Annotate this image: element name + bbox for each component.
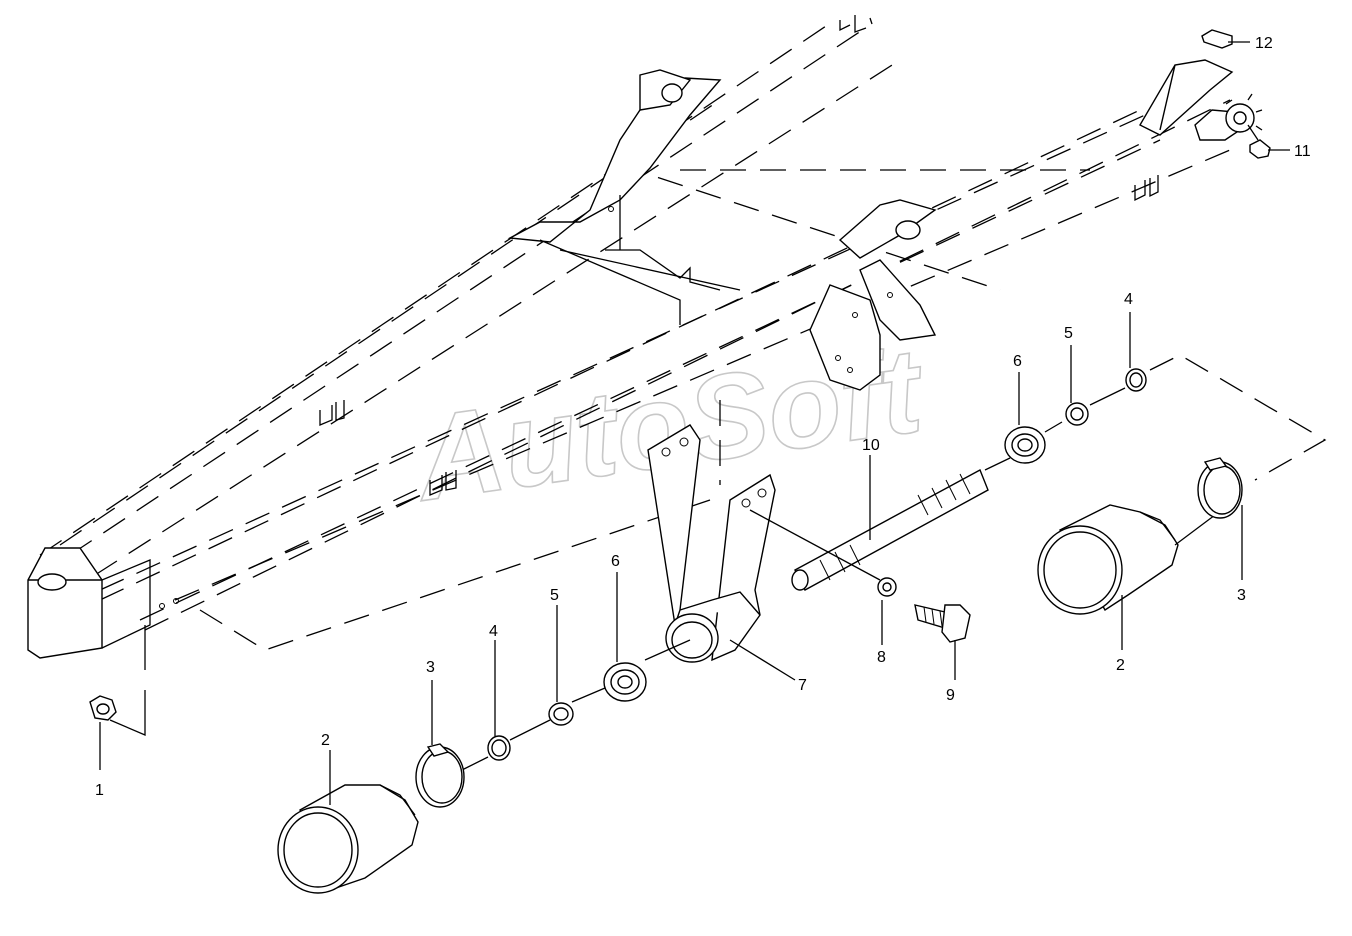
part-3-clamp-left: 3 bbox=[415, 659, 465, 808]
callout-3-left: 3 bbox=[426, 659, 435, 676]
part-5-spacer-right: 5 bbox=[1064, 325, 1089, 426]
callout-10: 10 bbox=[862, 437, 880, 454]
callout-2-right: 2 bbox=[1116, 657, 1125, 674]
part-3-clamp-right: 3 bbox=[1197, 457, 1246, 604]
callout-9: 9 bbox=[946, 687, 955, 704]
part-8-washer: 8 bbox=[877, 577, 897, 666]
part-6-bearing-right: 6 bbox=[1004, 353, 1046, 464]
part-9-bolt: 9 bbox=[914, 604, 971, 704]
axis-line-left-3 bbox=[509, 719, 551, 741]
axis-seg-r1 bbox=[1044, 421, 1063, 433]
axis-seg-r2 bbox=[1089, 387, 1126, 406]
part-1-nut: 1 bbox=[89, 695, 117, 799]
part-2-hub-cap-left: 2 bbox=[277, 732, 419, 894]
callout-6-right: 6 bbox=[1013, 353, 1022, 370]
callout-4-left: 4 bbox=[489, 623, 498, 640]
frame-assembly bbox=[27, 15, 1263, 736]
callout-2-left: 2 bbox=[321, 732, 330, 749]
part-6-bearing-left: 6 bbox=[603, 553, 647, 702]
callout-3-right: 3 bbox=[1237, 587, 1246, 604]
bolt-axis-line bbox=[749, 509, 881, 581]
callout-4-right: 4 bbox=[1124, 291, 1133, 308]
axis-seg-l3 bbox=[461, 756, 489, 771]
callout-5-left: 5 bbox=[550, 587, 559, 604]
callout-12: 12 bbox=[1255, 35, 1273, 52]
callout-7: 7 bbox=[798, 677, 807, 694]
axis-line-right bbox=[984, 457, 1011, 471]
part-2-hub-cap-right: 2 bbox=[1037, 504, 1216, 674]
part-12-pin: 12 bbox=[1201, 29, 1273, 52]
axis-line-left bbox=[644, 639, 691, 661]
part-5-spacer-left: 5 bbox=[548, 587, 574, 726]
callout-6-left: 6 bbox=[611, 553, 620, 570]
part-11-grease-nipple: 11 bbox=[1247, 124, 1311, 160]
part-4-circlip-right: 4 bbox=[1124, 291, 1147, 392]
part-7-swing-arm: 7 bbox=[647, 424, 807, 694]
callout-1: 1 bbox=[95, 782, 104, 799]
part-4-circlip-left: 4 bbox=[487, 623, 511, 761]
dashed-return-right bbox=[1149, 354, 1327, 481]
callout-11: 11 bbox=[1294, 143, 1311, 160]
callout-5-right: 5 bbox=[1064, 325, 1073, 342]
callout-8: 8 bbox=[877, 649, 886, 666]
axis-line-left-2 bbox=[571, 687, 606, 703]
